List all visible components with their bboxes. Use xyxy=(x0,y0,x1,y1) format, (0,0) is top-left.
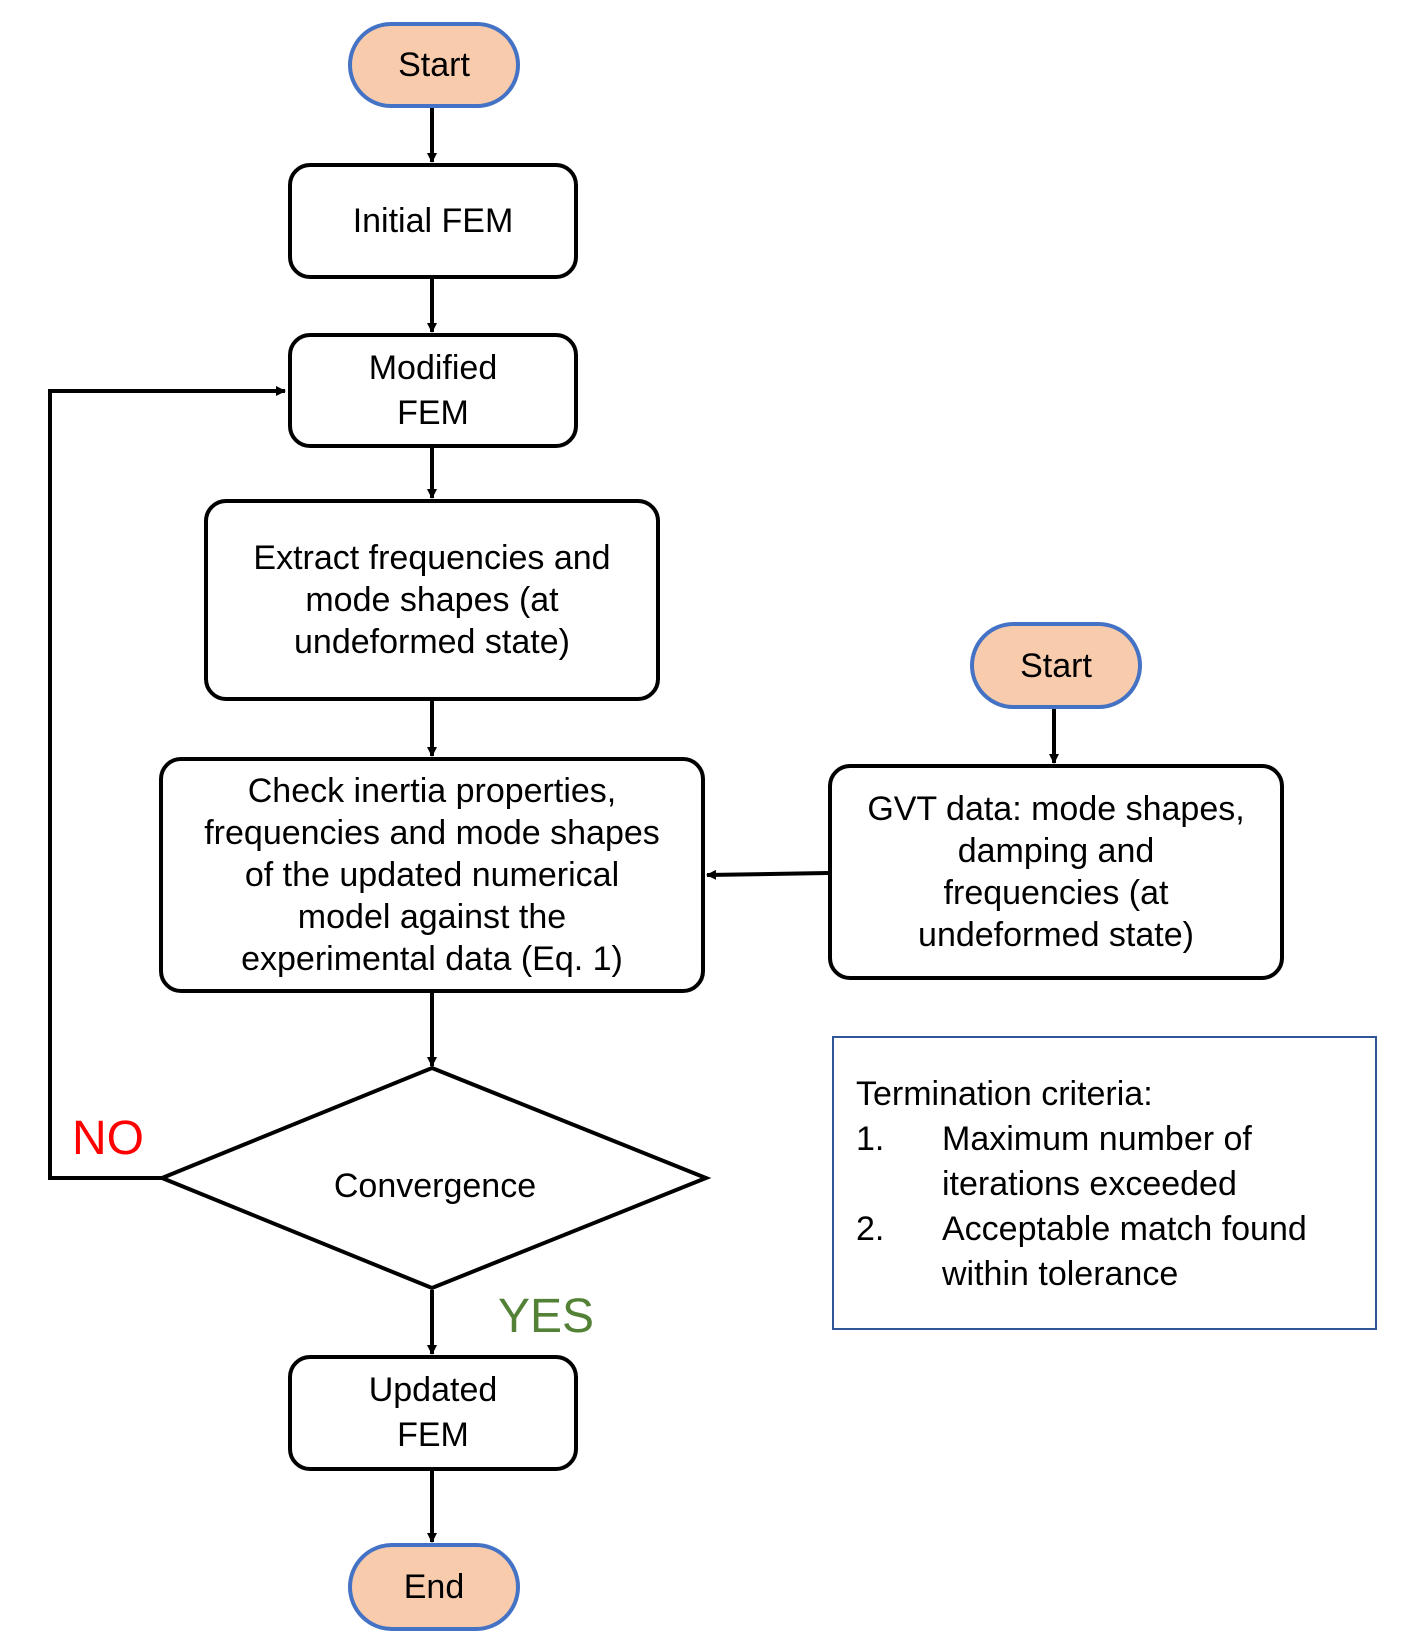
modified-fem-box: Modified FEM xyxy=(288,333,578,448)
gvt-line-3: frequencies (at xyxy=(943,874,1169,912)
modified-fem-line-1: Modified xyxy=(368,348,498,387)
check-box: Check inertia properties, frequencies an… xyxy=(159,757,705,993)
updated-fem-line-2: FEM xyxy=(397,1416,469,1454)
gvt-box: GVT data: mode shapes, damping and frequ… xyxy=(828,764,1284,980)
end-terminal: End xyxy=(348,1543,520,1631)
gvt-start-label: Start xyxy=(1020,646,1092,685)
extract-line-3: undeformed state) xyxy=(294,623,570,661)
note-item-2-number: 2. xyxy=(856,1210,885,1248)
note-item-1: 1. Maximum number of iterations exceeded xyxy=(856,1117,1355,1207)
check-line-1: Check inertia properties, xyxy=(247,772,617,810)
gvt-line-2: damping and xyxy=(957,832,1155,870)
updated-fem-box: Updated FEM xyxy=(288,1355,578,1471)
extract-line-2: mode shapes (at xyxy=(305,581,559,619)
note-item-1-line-1: Maximum number of xyxy=(942,1120,1252,1158)
updated-fem-line-1: Updated xyxy=(368,1371,498,1409)
termination-criteria-note: Termination criteria: 1. Maximum number … xyxy=(832,1036,1377,1330)
note-title: Termination criteria: xyxy=(856,1075,1153,1113)
note-item-1-line-2: iterations exceeded xyxy=(942,1165,1237,1203)
initial-fem-box: Initial FEM xyxy=(288,163,578,279)
start-terminal: Start xyxy=(348,22,520,108)
gvt-line-4: undeformed state) xyxy=(918,916,1194,954)
note-item-2-line-1: Acceptable match found xyxy=(942,1210,1307,1248)
convergence-diamond xyxy=(156,1065,712,1291)
initial-fem-label: Initial FEM xyxy=(352,202,514,240)
note-item-2: 2. Acceptable match found within toleran… xyxy=(856,1207,1355,1297)
modified-fem-line-2: FEM xyxy=(397,393,469,432)
start-label: Start xyxy=(398,46,470,84)
check-line-4: model against the xyxy=(297,898,567,936)
extract-box: Extract frequencies and mode shapes (at … xyxy=(204,499,660,701)
check-line-2: frequencies and mode shapes xyxy=(204,814,660,852)
convergence-label: Convergence xyxy=(333,1167,537,1205)
check-line-5: experimental data (Eq. 1) xyxy=(241,940,623,978)
arrow-gvt-to-check xyxy=(706,869,829,880)
note-item-2-line-2: within tolerance xyxy=(942,1255,1179,1293)
end-label: End xyxy=(403,1568,465,1606)
gvt-start-terminal: Start xyxy=(970,622,1142,709)
check-line-3: of the updated numerical xyxy=(244,856,620,894)
extract-line-1: Extract frequencies and xyxy=(253,539,611,577)
gvt-line-1: GVT data: mode shapes, xyxy=(867,790,1245,828)
no-branch-label: NO xyxy=(72,1112,144,1165)
note-item-1-number: 1. xyxy=(856,1120,885,1158)
arrow-no-loop xyxy=(48,386,286,1180)
yes-branch-label: YES xyxy=(498,1290,595,1343)
